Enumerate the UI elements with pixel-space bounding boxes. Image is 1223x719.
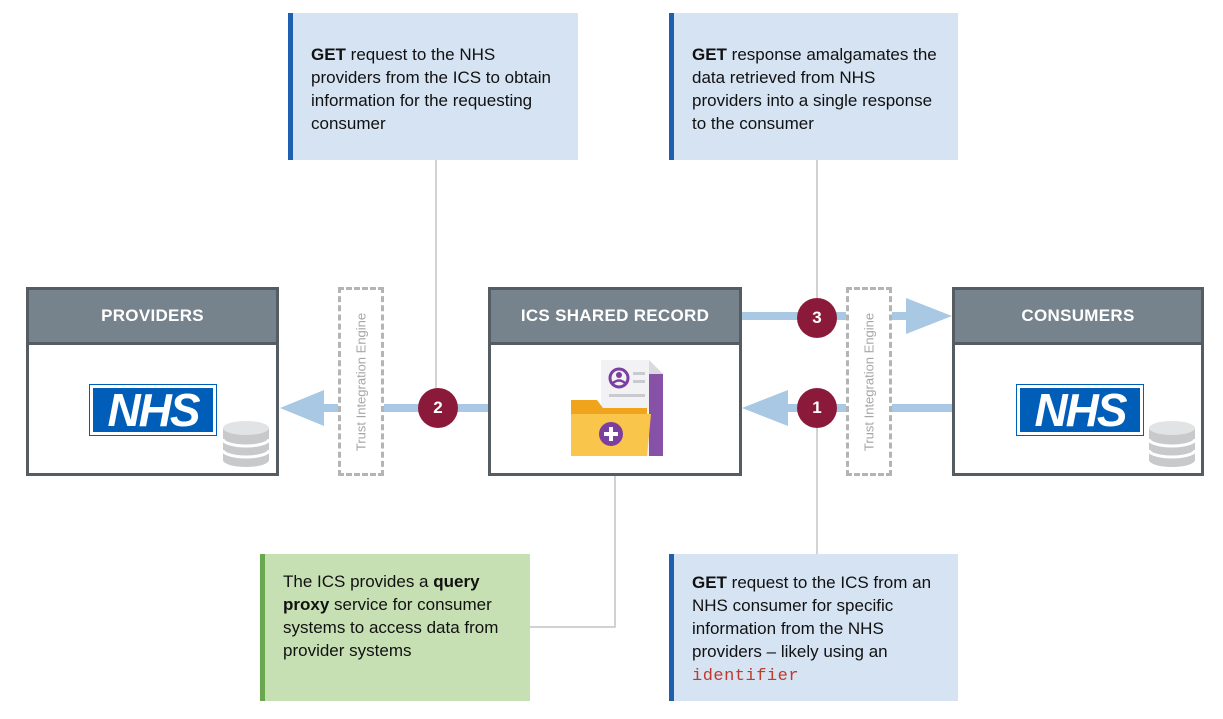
database-icon (1147, 421, 1197, 467)
step-badge-3: 3 (797, 298, 837, 338)
identifier-code: identifier (692, 667, 800, 686)
trust-integration-engine-left: Trust Integration Engine (338, 287, 384, 476)
callout-get-request-to-providers: GET request to the NHS providers from th… (288, 13, 578, 160)
arrow-shaft-ics-to-providers (320, 404, 488, 412)
callout-text: request to the NHS providers from the IC… (311, 45, 552, 133)
providers-title: PROVIDERS (29, 290, 276, 345)
shared-record-folder-icon (571, 360, 663, 456)
arrow-head-consumers-to-ics (742, 390, 788, 426)
callout-get-request-from-consumer: GET request to the ICS from an NHS consu… (669, 554, 958, 701)
ics-title: ICS SHARED RECORD (491, 290, 739, 345)
arrow-head-ics-to-providers (280, 390, 324, 426)
engine-label: Trust Integration Engine (861, 312, 877, 451)
consumers-title: CONSUMERS (955, 290, 1201, 345)
callout-text-pre: The ICS provides a (283, 572, 434, 591)
nhs-logo: NHS (1016, 384, 1144, 436)
step-badge-1: 1 (797, 388, 837, 428)
leader-line-bottom-left (530, 476, 616, 628)
callout-bold-keyword: GET (311, 45, 346, 64)
callout-bold-keyword: GET (692, 573, 727, 592)
ics-shared-record-node: ICS SHARED RECORD (488, 287, 742, 476)
consumers-node: CONSUMERS NHS (952, 287, 1204, 476)
step-badge-2: 2 (418, 388, 458, 428)
providers-node: PROVIDERS NHS (26, 287, 279, 476)
callout-query-proxy-service: The ICS provides a query proxy service f… (260, 554, 530, 701)
callout-get-response-amalgamates: GET response amalgamates the data retrie… (669, 13, 958, 160)
engine-label: Trust Integration Engine (353, 312, 369, 451)
database-icon (221, 421, 271, 467)
callout-text-post: service for consumer systems to access d… (283, 595, 499, 660)
trust-integration-engine-right: Trust Integration Engine (846, 287, 892, 476)
callout-text: request to the ICS from an NHS consumer … (692, 573, 932, 661)
callout-bold-keyword: query proxy (283, 572, 480, 614)
nhs-logo: NHS (89, 384, 217, 436)
arrow-head-ics-to-consumers (906, 298, 952, 334)
callout-text: response amalgamates the data retrieved … (692, 45, 937, 133)
callout-bold-keyword: GET (692, 45, 727, 64)
